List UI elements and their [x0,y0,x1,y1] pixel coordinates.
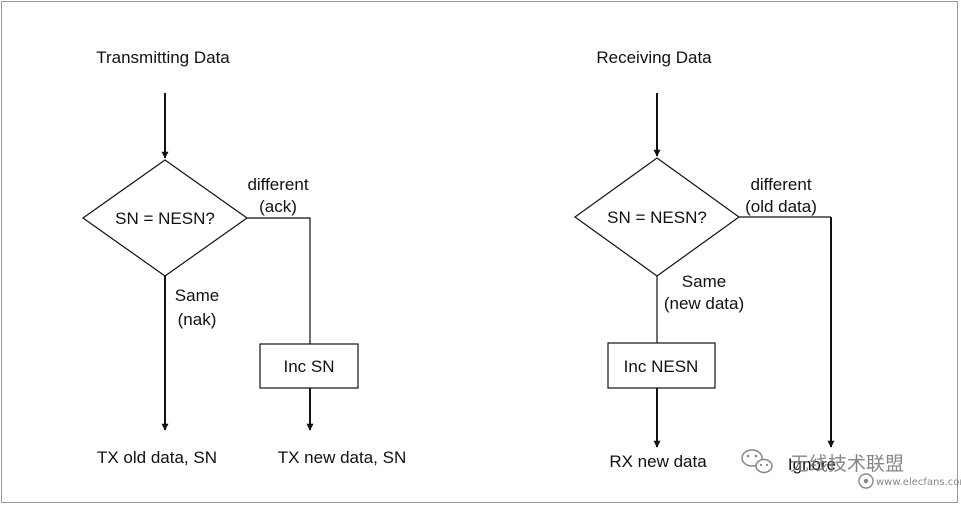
transmit-output-old: TX old data, SN [97,448,217,467]
receive-same-label: Same [682,272,726,291]
receive-process-box [607,342,716,389]
watermark-url: www.elecfans.com [876,477,961,488]
elecfans-logo-icon [858,473,874,489]
receive-new-data-label: (new data) [664,294,744,313]
transmit-different-label: different [247,175,308,194]
transmit-different-line [247,217,311,344]
receive-output-rx: RX new data [609,452,707,471]
transmit-output-new: TX new data, SN [278,448,407,467]
receive-process-label: Inc NESN [624,357,699,376]
transmit-same-label: Same [175,286,219,305]
transmit-nak-label: (nak) [178,310,217,329]
receive-old-data-label: (old data) [745,197,817,216]
receive-output-ignore: Ignore [788,455,836,474]
watermark: 无线技术联盟 www.elecfans.com [741,449,961,489]
wechat-icon [741,449,773,474]
receive-decision-label: SN = NESN? [607,208,707,227]
receive-different-label: different [750,175,811,194]
watermark-cn-text: 无线技术联盟 [790,453,904,475]
receive-title: Receiving Data [596,48,712,67]
transmit-decision-label: SN = NESN? [115,209,215,228]
transmit-process-box [259,343,359,389]
transmit-ack-label: (ack) [259,197,297,216]
receive-flow: Receiving Data SN = NESN? different (old… [573,48,836,474]
transmit-process-label: Inc SN [283,357,334,376]
transmit-title: Transmitting Data [96,48,230,67]
transmit-flow: Transmitting Data SN = NESN? different (… [81,48,407,467]
